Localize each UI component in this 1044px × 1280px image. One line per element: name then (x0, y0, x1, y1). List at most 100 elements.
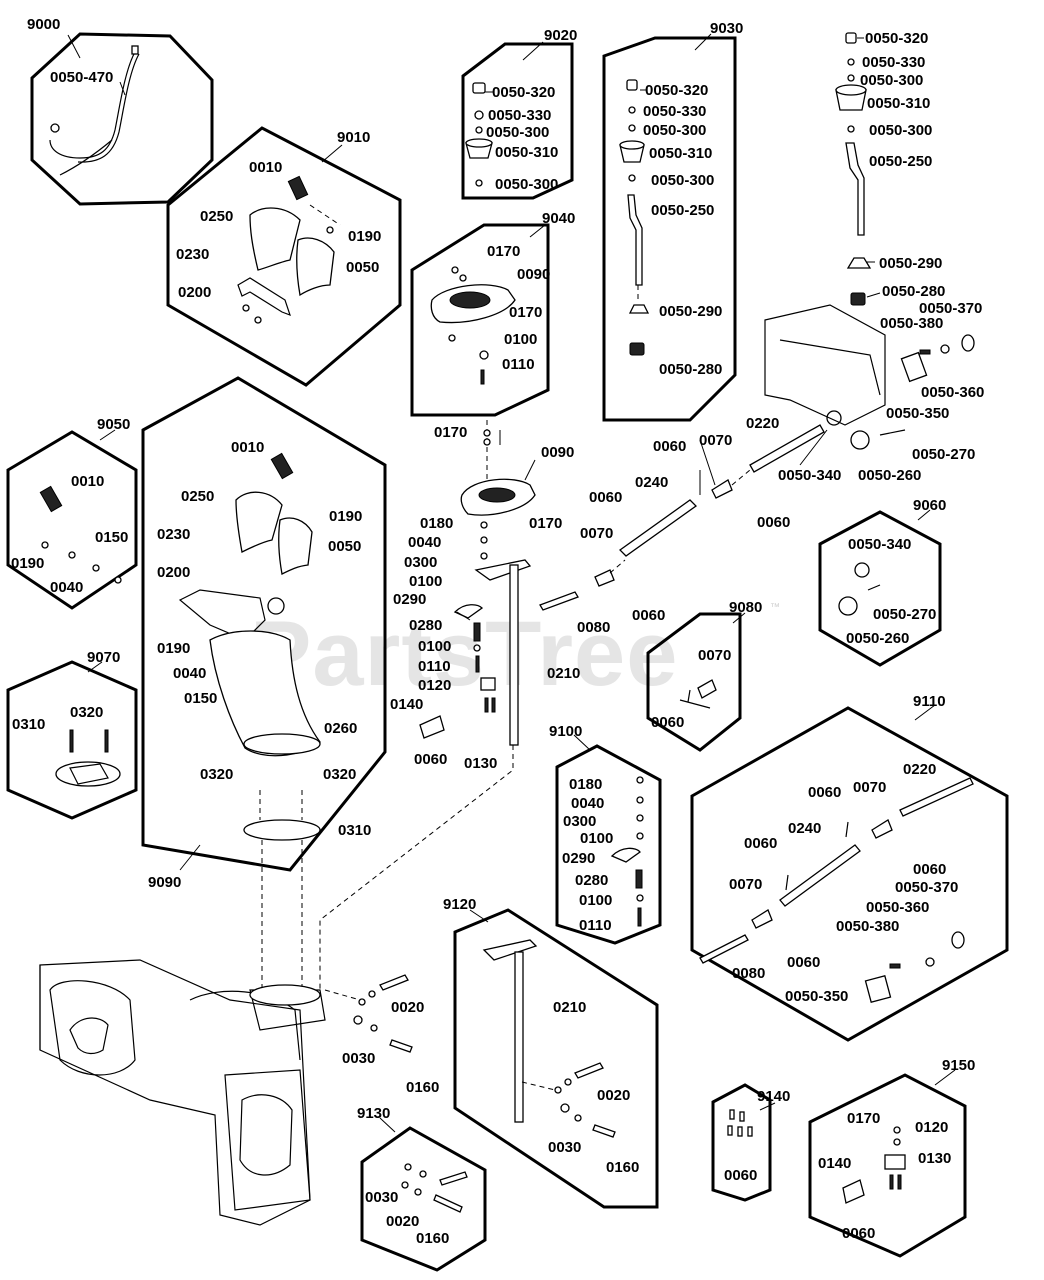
callout-0300[interactable]: 0300 (563, 813, 596, 830)
callout-0110[interactable]: 0110 (579, 917, 612, 934)
callout-0100[interactable]: 0100 (418, 638, 451, 655)
callout-0100[interactable]: 0100 (409, 573, 442, 590)
callout-0050[interactable]: 0050 (328, 538, 361, 555)
kit-outline-9010[interactable] (166, 126, 402, 387)
callout-0070[interactable]: 0070 (698, 647, 731, 664)
callout-0230[interactable]: 0230 (176, 246, 209, 263)
callout-0070[interactable]: 0070 (580, 525, 613, 542)
callout-0060[interactable]: 0060 (589, 489, 622, 506)
kit-outline-9030[interactable] (602, 36, 737, 422)
kit-outline-9150[interactable] (808, 1073, 967, 1258)
callout-0210[interactable]: 0210 (553, 999, 586, 1016)
callout-0050-300[interactable]: 0050-300 (486, 124, 549, 141)
kit-outline-9140[interactable] (711, 1083, 772, 1202)
callout-0250[interactable]: 0250 (181, 488, 214, 505)
callout-0050-320[interactable]: 0050-320 (645, 82, 708, 99)
callout-0060[interactable]: 0060 (787, 954, 820, 971)
callout-0190[interactable]: 0190 (329, 508, 362, 525)
callout-0060[interactable]: 0060 (414, 751, 447, 768)
callout-0240[interactable]: 0240 (788, 820, 821, 837)
kit-label-9090[interactable]: 9090 (148, 874, 181, 891)
callout-0110[interactable]: 0110 (418, 658, 451, 675)
callout-0050-380[interactable]: 0050-380 (836, 918, 899, 935)
callout-0050-250[interactable]: 0050-250 (869, 153, 932, 170)
callout-0060[interactable]: 0060 (632, 607, 665, 624)
kit-outline-9040[interactable] (410, 223, 550, 417)
kit-label-9030[interactable]: 9030 (710, 20, 743, 37)
kit-label-9070[interactable]: 9070 (87, 649, 120, 666)
kit-label-9020[interactable]: 9020 (544, 27, 577, 44)
callout-0100[interactable]: 0100 (579, 892, 612, 909)
callout-0060[interactable]: 0060 (651, 714, 684, 731)
kit-label-9000[interactable]: 9000 (27, 16, 60, 33)
callout-0060[interactable]: 0060 (808, 784, 841, 801)
callout-0180[interactable]: 0180 (569, 776, 602, 793)
callout-0060[interactable]: 0060 (744, 835, 777, 852)
kit-label-9100[interactable]: 9100 (549, 723, 582, 740)
callout-0050-270[interactable]: 0050-270 (873, 606, 936, 623)
kit-outline-9080[interactable] (646, 612, 742, 752)
callout-0070[interactable]: 0070 (729, 876, 762, 893)
callout-0050-250[interactable]: 0050-250 (651, 202, 714, 219)
kit-label-9150[interactable]: 9150 (942, 1057, 975, 1074)
kit-outline-9020[interactable] (461, 42, 574, 200)
callout-0050-290[interactable]: 0050-290 (659, 303, 722, 320)
callout-0170[interactable]: 0170 (434, 424, 467, 441)
callout-0140[interactable]: 0140 (818, 1155, 851, 1172)
callout-0050-370[interactable]: 0050-370 (895, 879, 958, 896)
callout-0300[interactable]: 0300 (404, 554, 437, 571)
callout-0030[interactable]: 0030 (548, 1139, 581, 1156)
callout-0020[interactable]: 0020 (597, 1087, 630, 1104)
callout-0010[interactable]: 0010 (231, 439, 264, 456)
kit-label-9120[interactable]: 9120 (443, 896, 476, 913)
kit-label-9010[interactable]: 9010 (337, 129, 370, 146)
callout-0150[interactable]: 0150 (184, 690, 217, 707)
callout-0050-300[interactable]: 0050-300 (869, 122, 932, 139)
callout-0160[interactable]: 0160 (406, 1079, 439, 1096)
callout-0320[interactable]: 0320 (200, 766, 233, 783)
callout-0050-370[interactable]: 0050-370 (919, 300, 982, 317)
callout-0050-310[interactable]: 0050-310 (867, 95, 930, 112)
callout-0050-330[interactable]: 0050-330 (488, 107, 551, 124)
callout-0050-340[interactable]: 0050-340 (778, 467, 841, 484)
callout-0150[interactable]: 0150 (95, 529, 128, 546)
kit-label-9040[interactable]: 9040 (542, 210, 575, 227)
kit-outline-9130[interactable] (360, 1126, 487, 1272)
kit-outline-9070[interactable] (6, 660, 138, 820)
callout-0190[interactable]: 0190 (348, 228, 381, 245)
callout-0200[interactable]: 0200 (157, 564, 190, 581)
callout-0090[interactable]: 0090 (541, 444, 574, 461)
callout-0030[interactable]: 0030 (365, 1189, 398, 1206)
callout-0290[interactable]: 0290 (393, 591, 426, 608)
callout-0050-280[interactable]: 0050-280 (882, 283, 945, 300)
callout-0050-350[interactable]: 0050-350 (785, 988, 848, 1005)
kit-outline-9060[interactable] (818, 510, 942, 667)
callout-0110[interactable]: 0110 (502, 356, 535, 373)
callout-0050-340[interactable]: 0050-340 (848, 536, 911, 553)
callout-0050[interactable]: 0050 (346, 259, 379, 276)
callout-0090[interactable]: 0090 (517, 266, 550, 283)
callout-0230[interactable]: 0230 (157, 526, 190, 543)
callout-0060[interactable]: 0060 (757, 514, 790, 531)
callout-0050-310[interactable]: 0050-310 (649, 145, 712, 162)
callout-0030[interactable]: 0030 (342, 1050, 375, 1067)
callout-0070[interactable]: 0070 (853, 779, 886, 796)
callout-0040[interactable]: 0040 (173, 665, 206, 682)
kit-label-9110[interactable]: 9110 (913, 693, 946, 710)
callout-0050-300[interactable]: 0050-300 (651, 172, 714, 189)
callout-0240[interactable]: 0240 (635, 474, 668, 491)
callout-0310[interactable]: 0310 (338, 822, 371, 839)
callout-0290[interactable]: 0290 (562, 850, 595, 867)
callout-0280[interactable]: 0280 (409, 617, 442, 634)
callout-0250[interactable]: 0250 (200, 208, 233, 225)
callout-0050-360[interactable]: 0050-360 (921, 384, 984, 401)
callout-0170[interactable]: 0170 (487, 243, 520, 260)
callout-0060[interactable]: 0060 (653, 438, 686, 455)
callout-0130[interactable]: 0130 (464, 755, 497, 772)
callout-0050-310[interactable]: 0050-310 (495, 144, 558, 161)
callout-0170[interactable]: 0170 (529, 515, 562, 532)
callout-0210[interactable]: 0210 (547, 665, 580, 682)
callout-0010[interactable]: 0010 (249, 159, 282, 176)
callout-0040[interactable]: 0040 (408, 534, 441, 551)
callout-0120[interactable]: 0120 (418, 677, 451, 694)
